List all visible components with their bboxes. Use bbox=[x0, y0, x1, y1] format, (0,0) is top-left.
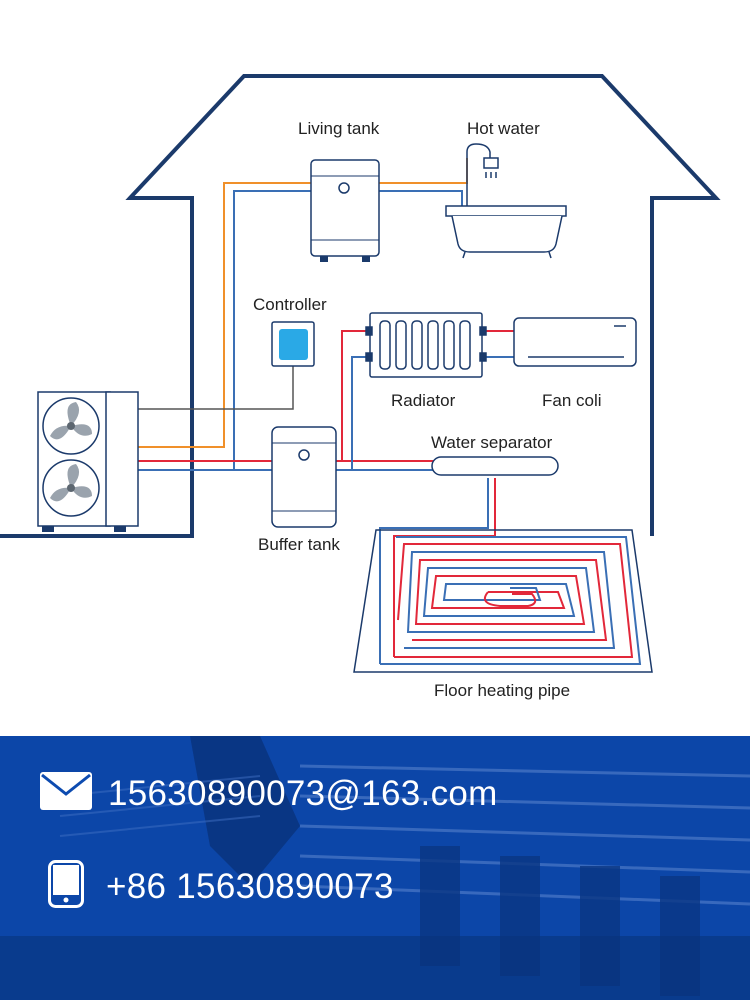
red-supply-to-radiator bbox=[341, 330, 370, 461]
fan-coil-unit bbox=[513, 317, 637, 367]
floor-heating-pipe bbox=[353, 529, 653, 673]
blue-return-pipe-bath bbox=[378, 190, 463, 206]
blue-return-from-radiator bbox=[351, 356, 370, 470]
floor-coil-red-1 bbox=[394, 543, 634, 658]
floor-coil-red-2 bbox=[412, 559, 608, 641]
living-tank bbox=[310, 159, 380, 262]
pipes bbox=[137, 158, 514, 664]
floor-coil-center bbox=[484, 591, 537, 607]
phone-number[interactable]: +86 15630890073 bbox=[106, 866, 394, 906]
label-buffer-tank: Buffer tank bbox=[258, 535, 340, 554]
floor-heating-outline bbox=[353, 529, 653, 673]
email-address[interactable]: 15630890073@163.com bbox=[108, 773, 498, 813]
house-outline bbox=[0, 74, 721, 538]
label-radiator: Radiator bbox=[391, 391, 456, 410]
controller-device bbox=[271, 321, 315, 367]
envelope-icon bbox=[40, 772, 92, 815]
factory-background-photo bbox=[0, 736, 750, 1000]
floor-coil-blue-1 bbox=[380, 536, 642, 665]
water-separator bbox=[431, 456, 559, 476]
heat-pump-system-diagram: Living tank Hot water Controller Radiato… bbox=[0, 74, 721, 700]
fan-icon bbox=[42, 459, 100, 517]
blue-return-from-floor bbox=[379, 478, 489, 664]
fan-icon bbox=[42, 397, 100, 455]
hot-water-bathtub-icon bbox=[445, 143, 567, 259]
tablet-icon bbox=[48, 860, 84, 913]
label-living-tank: Living tank bbox=[298, 119, 380, 138]
orange-hot-pipe bbox=[137, 182, 312, 448]
radiator bbox=[365, 312, 487, 378]
label-hot-water: Hot water bbox=[467, 119, 540, 138]
phone-row: +86 15630890073 bbox=[48, 860, 394, 913]
controller-wire bbox=[137, 366, 294, 410]
label-controller: Controller bbox=[253, 295, 327, 314]
email-row: 15630890073@163.com bbox=[40, 772, 498, 815]
label-water-separator: Water separator bbox=[431, 433, 553, 452]
orange-hot-pipe-to-tap bbox=[378, 158, 468, 184]
heat-pump-unit bbox=[37, 391, 139, 532]
buffer-tank bbox=[271, 426, 337, 528]
contact-banner: 15630890073@163.com +86 15630890073 bbox=[0, 736, 750, 1000]
label-floor-heating-pipe: Floor heating pipe bbox=[434, 681, 570, 700]
label-fan-coil: Fan coli bbox=[542, 391, 602, 410]
floor-coil-blue-2 bbox=[404, 551, 616, 649]
